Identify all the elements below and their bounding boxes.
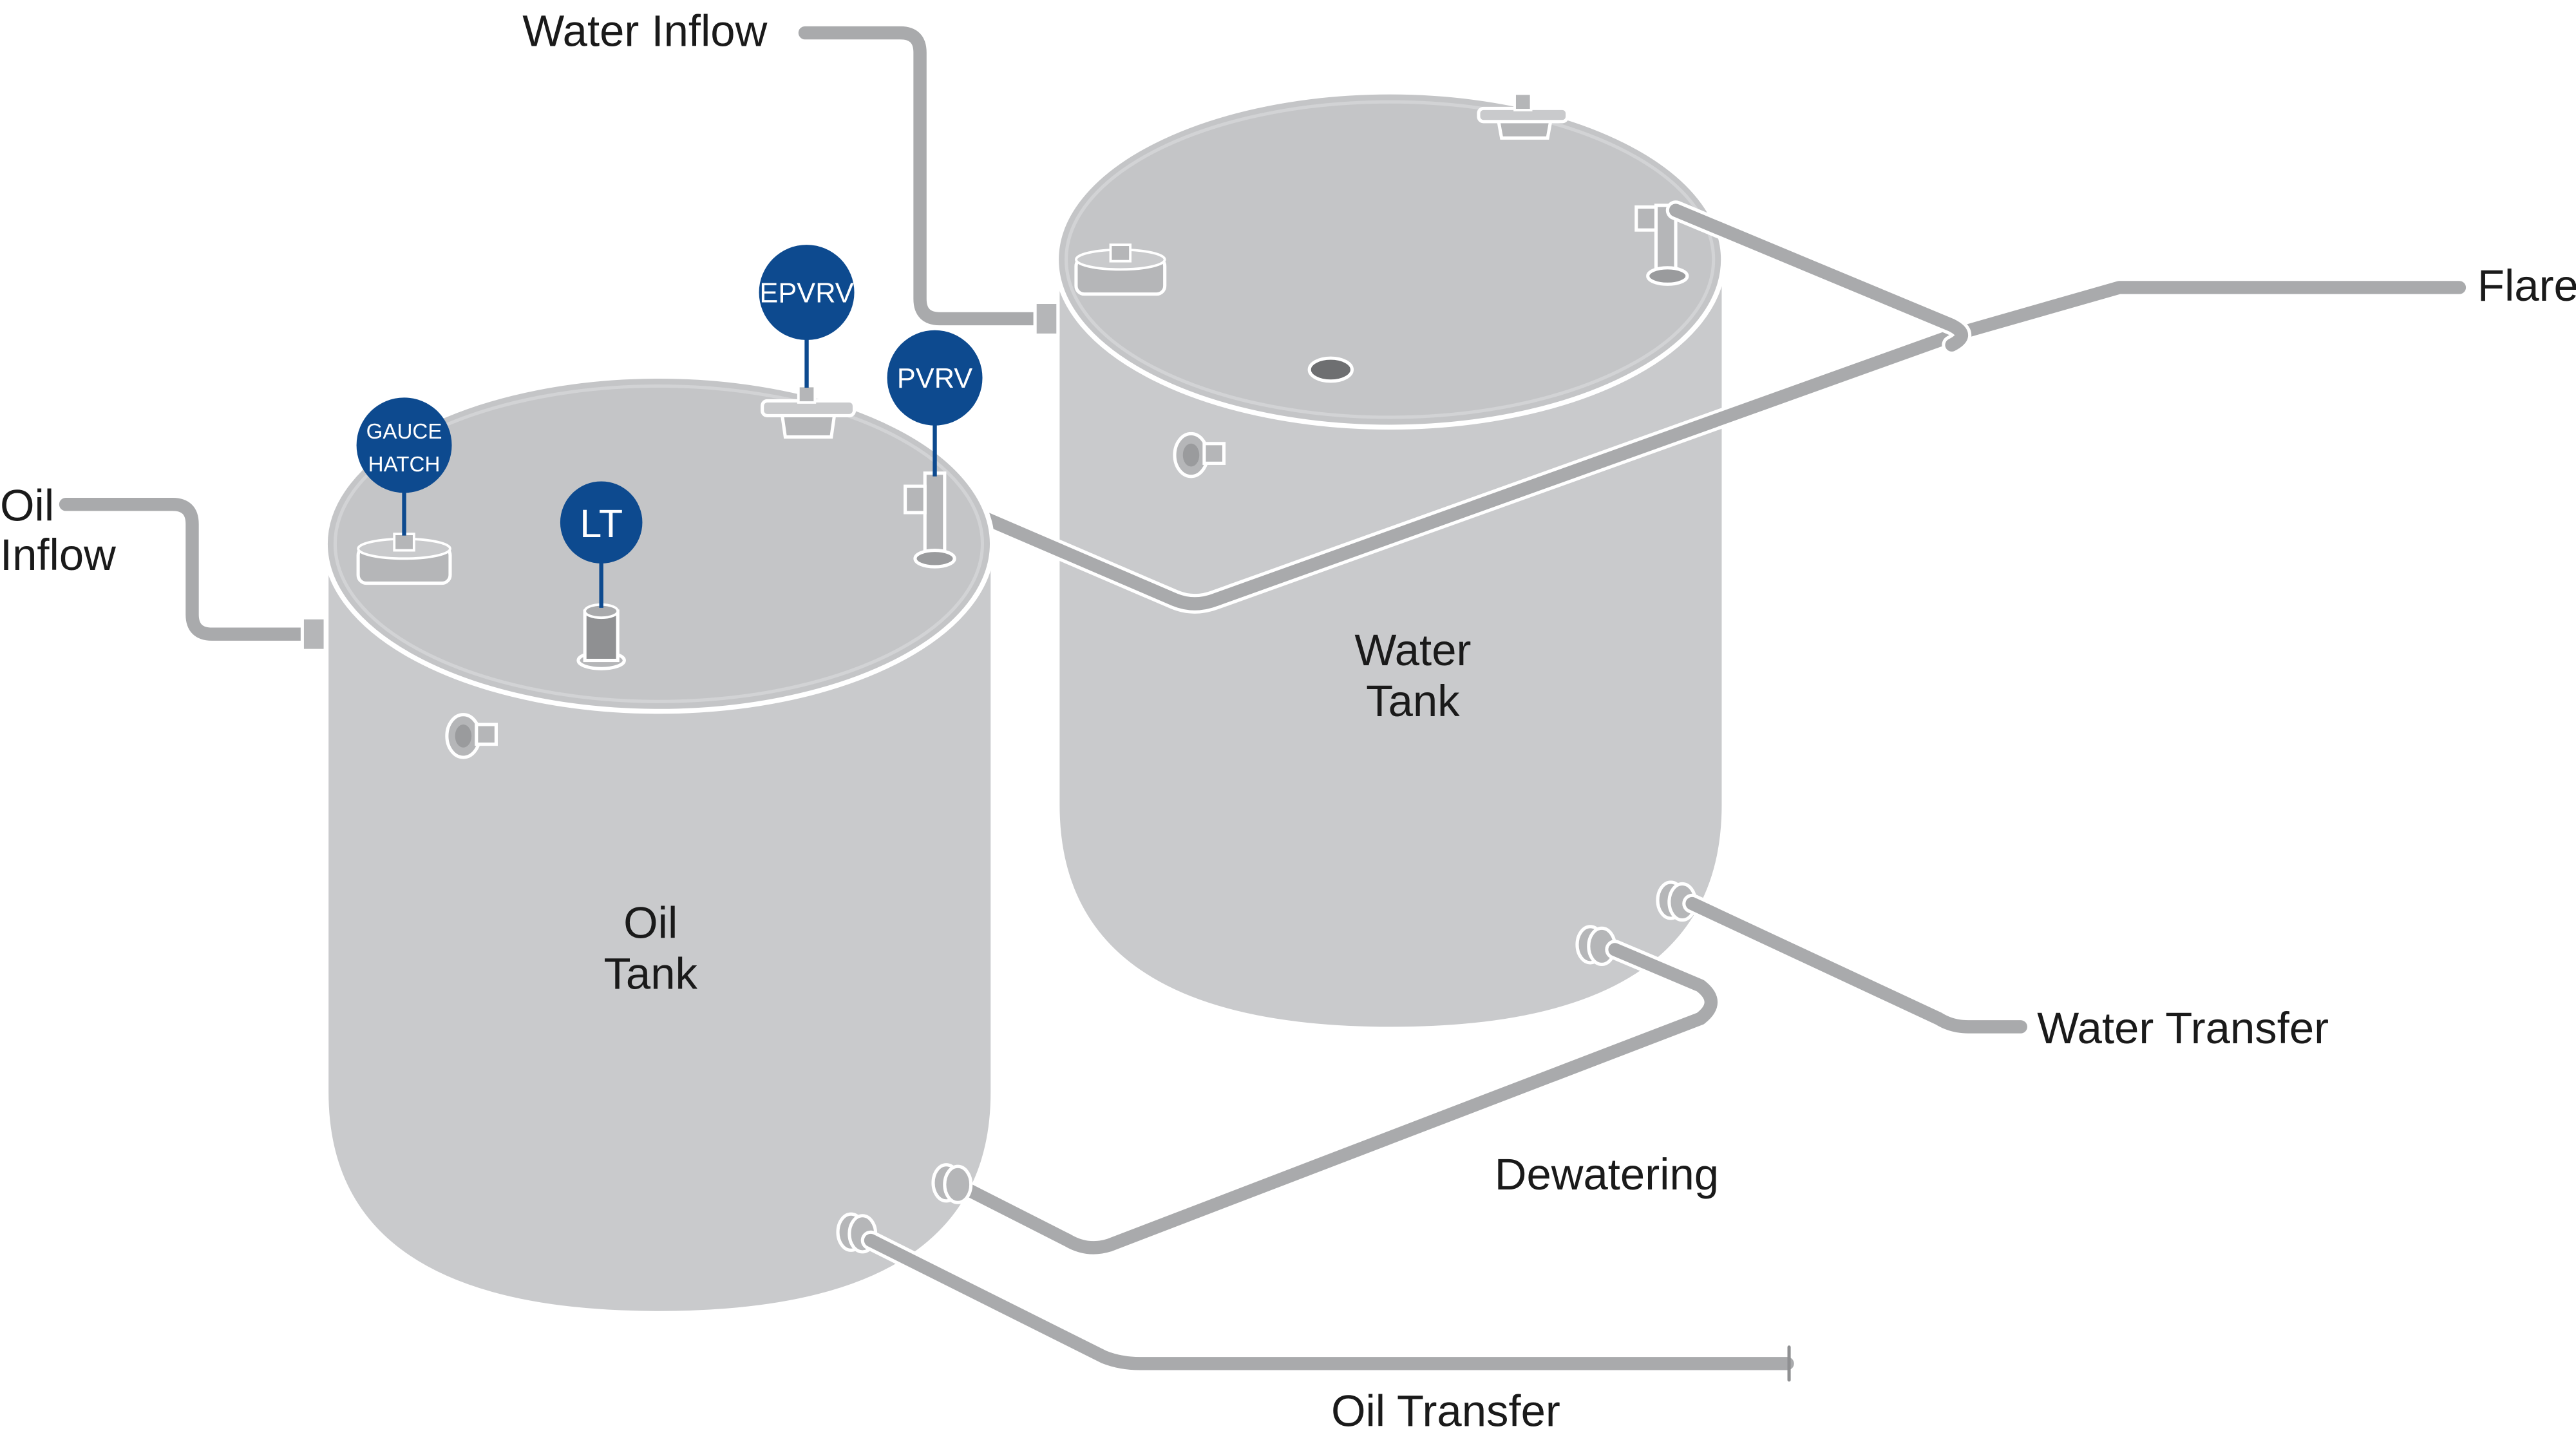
tag-epvrv: EPVRV: [759, 245, 855, 388]
water-inflow-label: Water Inflow: [522, 6, 767, 55]
pvrv-valve: [904, 471, 956, 569]
water-tank-center-port: [1307, 356, 1354, 383]
level-transmitter: [576, 603, 626, 670]
oil-tank-bottom-nozzle-2: [931, 1163, 973, 1204]
water-tank-vent: [1477, 92, 1569, 140]
oil-tank-label-line1: Oil: [623, 898, 677, 948]
tag-lt: LT: [560, 481, 643, 608]
tag-gauge-hatch: GAUCE HATCH: [356, 397, 452, 536]
oil-inflow-label-line1: Oil: [0, 481, 54, 531]
water-tank-label-line2: Tank: [1366, 676, 1460, 726]
water-tank-top-highlight: [1065, 100, 1716, 419]
oil-inflow-pipe: [55, 494, 327, 652]
water-tank-hatch: [1074, 243, 1167, 296]
dewatering-label: Dewatering: [1495, 1150, 1719, 1199]
tag-gauge-hatch-line2: HATCH: [368, 453, 440, 477]
flare-label: Flare: [2477, 261, 2576, 310]
oil-inflow-label-line2: Inflow: [0, 530, 116, 580]
water-inflow-pipe: [795, 23, 1060, 337]
flare-pipe: [931, 200, 2470, 614]
water-tank-bottom-nozzle-1: [1575, 925, 1617, 966]
water-transfer-pipe: [1682, 893, 2031, 1037]
water-transfer-label: Water Transfer: [2037, 1003, 2329, 1053]
tag-pvrv-label: PVRV: [897, 363, 972, 394]
oil-tank-label-line2: Tank: [603, 949, 697, 999]
tag-gauge-hatch-line1: GAUCE: [366, 420, 442, 444]
oil-tank-top-highlight: [333, 384, 985, 703]
oil-tank-top: [323, 374, 995, 714]
oil-tank-side-nozzle: [445, 713, 498, 759]
water-tank-label-line1: Water: [1354, 625, 1471, 675]
water-tank: [1054, 90, 1726, 1027]
gauge-hatch: [356, 533, 452, 585]
oil-transfer-pipe: [860, 1230, 1797, 1382]
water-tank-side-nozzle: [1173, 431, 1226, 478]
water-tank-top: [1054, 90, 1726, 430]
tag-epvrv-label: EPVRV: [759, 278, 853, 308]
oil-tank: [323, 374, 995, 1311]
tag-pvrv: PVRV: [887, 330, 983, 477]
epvrv-valve: [761, 384, 857, 439]
dewatering-pipe: [951, 940, 1721, 1258]
oil-transfer-label: Oil Transfer: [1331, 1386, 1560, 1435]
tag-lt-label: LT: [580, 502, 623, 545]
piping: [55, 23, 2470, 1258]
